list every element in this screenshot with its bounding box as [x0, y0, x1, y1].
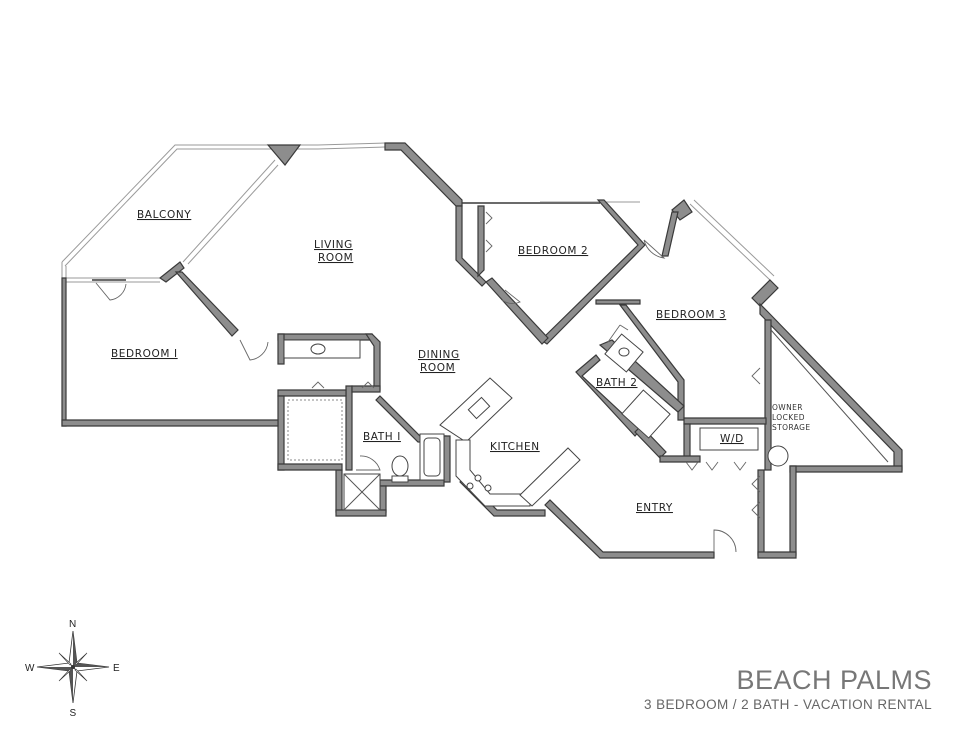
label-storage-1: OWNER [772, 403, 803, 412]
label-bath-2: BATH 2 [596, 377, 638, 389]
label-living-1: LIVING [314, 239, 353, 251]
label-bedroom-2: BEDROOM 2 [518, 245, 588, 257]
plan-subtitle: 3 BEDROOM / 2 BATH - VACATION RENTAL [644, 697, 932, 712]
label-kitchen: KITCHEN [490, 441, 540, 453]
balcony-railing [61, 142, 386, 283]
compass-s: S [70, 708, 77, 719]
label-storage-3: STORAGE [772, 423, 811, 432]
label-balcony: BALCONY [137, 209, 191, 221]
doors [95, 211, 761, 553]
plan-title: BEACH PALMS [736, 665, 932, 695]
label-dining-2: ROOM [420, 362, 455, 374]
compass-w: W [25, 663, 35, 674]
fixtures [283, 333, 789, 511]
compass-n: N [69, 619, 76, 630]
compass-e: E [113, 663, 120, 674]
compass-rose-icon: N S W E [25, 619, 120, 719]
title-block: BEACH PALMS 3 BEDROOM / 2 BATH - VACATIO… [644, 664, 932, 714]
label-entry: ENTRY [636, 502, 673, 514]
label-bedroom-3: BEDROOM 3 [656, 309, 726, 321]
label-bath-1: BATH I [363, 431, 401, 443]
label-storage-2: LOCKED [772, 413, 805, 422]
room-labels: BALCONY LIVING ROOM BEDROOM 2 BEDROOM 3 … [111, 209, 811, 514]
label-wd: W/D [720, 433, 744, 445]
label-living-2: ROOM [318, 252, 353, 264]
label-dining-1: DINING [418, 349, 460, 361]
label-bedroom-1: BEDROOM I [111, 348, 178, 360]
